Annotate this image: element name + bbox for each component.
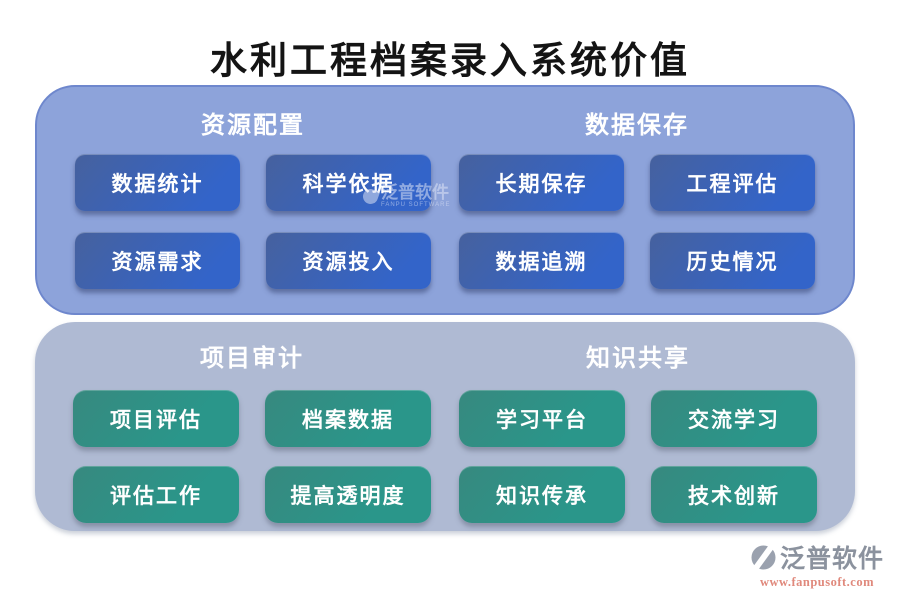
value-button[interactable]: 工程评估: [650, 154, 815, 211]
button-grid: 项目评估档案数据评估工作提高透明度: [59, 390, 445, 523]
value-button[interactable]: 档案数据: [265, 390, 431, 447]
value-button[interactable]: 交流学习: [651, 390, 817, 447]
value-button[interactable]: 长期保存: [459, 154, 624, 211]
fanpu-logo-icon: [749, 539, 778, 575]
brand-logo: 泛普软件 www.fanpusoft.com: [749, 539, 884, 590]
value-button[interactable]: 资源需求: [75, 232, 240, 289]
section-top-1: 资源配置数据统计科学依据资源需求资源投入: [61, 97, 445, 313]
section-header: 资源配置: [201, 113, 305, 139]
brand-url: www.fanpusoft.com: [759, 575, 875, 589]
button-grid: 长期保存工程评估数据追溯历史情况: [445, 154, 829, 289]
panel-top: 泛普软件 FANPU SOFTWARE 资源配置数据统计科学依据资源需求资源投入…: [35, 85, 855, 315]
section-header: 数据保存: [585, 113, 689, 139]
section-top-2: 数据保存长期保存工程评估数据追溯历史情况: [445, 97, 829, 313]
section-header: 知识共享: [586, 346, 690, 372]
brand-name: 泛普软件: [779, 546, 884, 573]
value-button[interactable]: 数据统计: [75, 154, 240, 211]
button-grid: 数据统计科学依据资源需求资源投入: [61, 154, 445, 289]
page-title: 水利工程档案录入系统价值: [210, 41, 690, 82]
section-bottom-1: 项目审计项目评估档案数据评估工作提高透明度: [59, 332, 445, 531]
section-header: 项目审计: [200, 346, 304, 372]
button-grid: 学习平台交流学习知识传承技术创新: [445, 390, 831, 523]
value-button[interactable]: 历史情况: [650, 232, 815, 289]
value-button[interactable]: 学习平台: [459, 390, 625, 447]
section-bottom-2: 知识共享学习平台交流学习知识传承技术创新: [445, 332, 831, 531]
value-button[interactable]: 技术创新: [651, 466, 817, 523]
panel-bottom: 项目审计项目评估档案数据评估工作提高透明度知识共享学习平台交流学习知识传承技术创…: [35, 322, 855, 531]
value-button[interactable]: 项目评估: [73, 390, 239, 447]
value-button[interactable]: 资源投入: [266, 232, 431, 289]
value-button[interactable]: 科学依据: [266, 154, 431, 211]
value-button[interactable]: 数据追溯: [459, 232, 624, 289]
value-button[interactable]: 评估工作: [73, 466, 239, 523]
value-button[interactable]: 知识传承: [459, 466, 625, 523]
value-button[interactable]: 提高透明度: [265, 466, 431, 523]
